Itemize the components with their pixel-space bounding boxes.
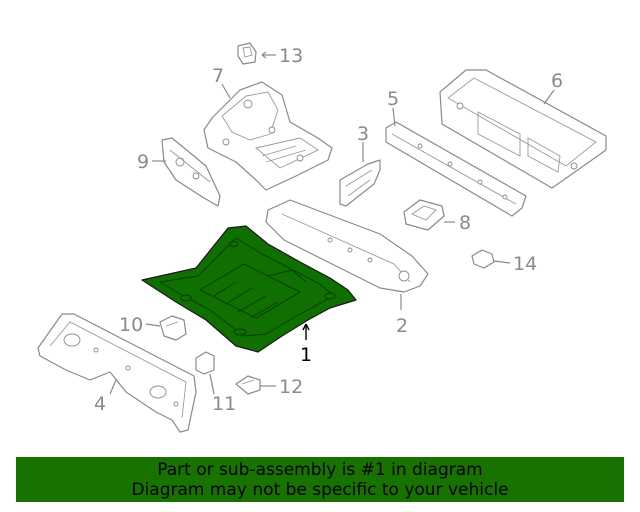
part-7-side-structure [203,81,333,191]
info-banner: Part or sub-assembly is #1 in diagram Di… [16,457,624,502]
banner-line-2: Diagram may not be specific to your vehi… [131,479,509,500]
callout-13: 13 [279,45,303,67]
part-4-cross-panel [37,313,197,433]
callout-3: 3 [357,123,369,145]
callout-9: 9 [137,151,149,173]
part-9-bracket [161,137,221,207]
callout-leaders [109,51,555,395]
callout-11: 11 [212,393,236,415]
callout-1: 1 [300,344,312,366]
callout-8: 8 [459,212,471,234]
banner-line-1: Part or sub-assembly is #1 in diagram [157,459,483,480]
callout-7: 7 [212,65,224,87]
part-5-cross-member [385,121,527,217]
callout-10: 10 [119,314,143,336]
callout-2: 2 [396,315,408,337]
part-10-bracket [159,315,187,341]
part-11-bracket [195,351,215,375]
part-3-bracket [339,159,381,207]
callout-14: 14 [513,253,537,275]
part-1-rear-floor-pan [141,225,357,353]
callout-4: 4 [94,393,106,415]
part-14-clip [471,249,495,269]
callout-5: 5 [387,88,399,110]
part-12-bracket [235,375,261,395]
part-13-bracket [237,42,257,65]
part-6-rear-panel [439,69,607,189]
callout-12: 12 [279,376,303,398]
callout-1-arrowhead [302,323,310,331]
part-8-bracket [403,199,445,231]
callout-6: 6 [551,70,563,92]
part-2-rail [265,199,429,293]
